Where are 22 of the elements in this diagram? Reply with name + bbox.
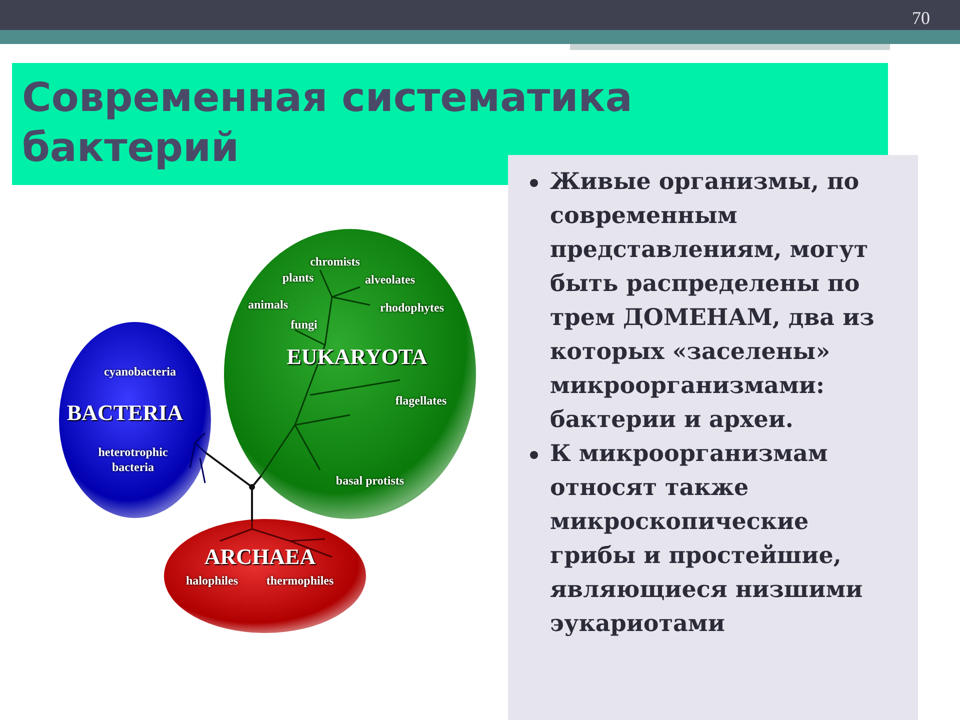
group-name: alveolates bbox=[365, 272, 415, 288]
group-name: chromists bbox=[310, 254, 360, 270]
group-name: heterotrophic bacteria bbox=[97, 445, 169, 475]
group-name: rhodophytes bbox=[380, 300, 444, 316]
group-name: cyanobacteria bbox=[104, 364, 176, 380]
group-name: fungi bbox=[290, 318, 318, 332]
domain-name: EUKARYOTA bbox=[286, 344, 428, 370]
branch-junction bbox=[249, 484, 255, 490]
branch-line bbox=[251, 475, 262, 488]
group-name: animals bbox=[248, 298, 288, 312]
group-name: thermophiles bbox=[266, 574, 334, 588]
domain-name: ARCHAEA bbox=[204, 544, 316, 570]
group-name: basal protists bbox=[336, 474, 404, 488]
branch-line bbox=[251, 487, 253, 521]
text-panel bbox=[508, 155, 918, 720]
bullet-text: К микроорганизмам относят также микроскопические грибы и простейшие, являющиеся низшими эукариотами bbox=[550, 439, 864, 639]
page-number: 70 bbox=[912, 8, 930, 29]
domain-name: BACTERIA bbox=[66, 400, 184, 426]
group-name: halophiles bbox=[186, 574, 238, 588]
group-name: plants bbox=[282, 270, 314, 286]
group-name: flagellates bbox=[395, 394, 447, 408]
branch-line bbox=[205, 452, 253, 488]
